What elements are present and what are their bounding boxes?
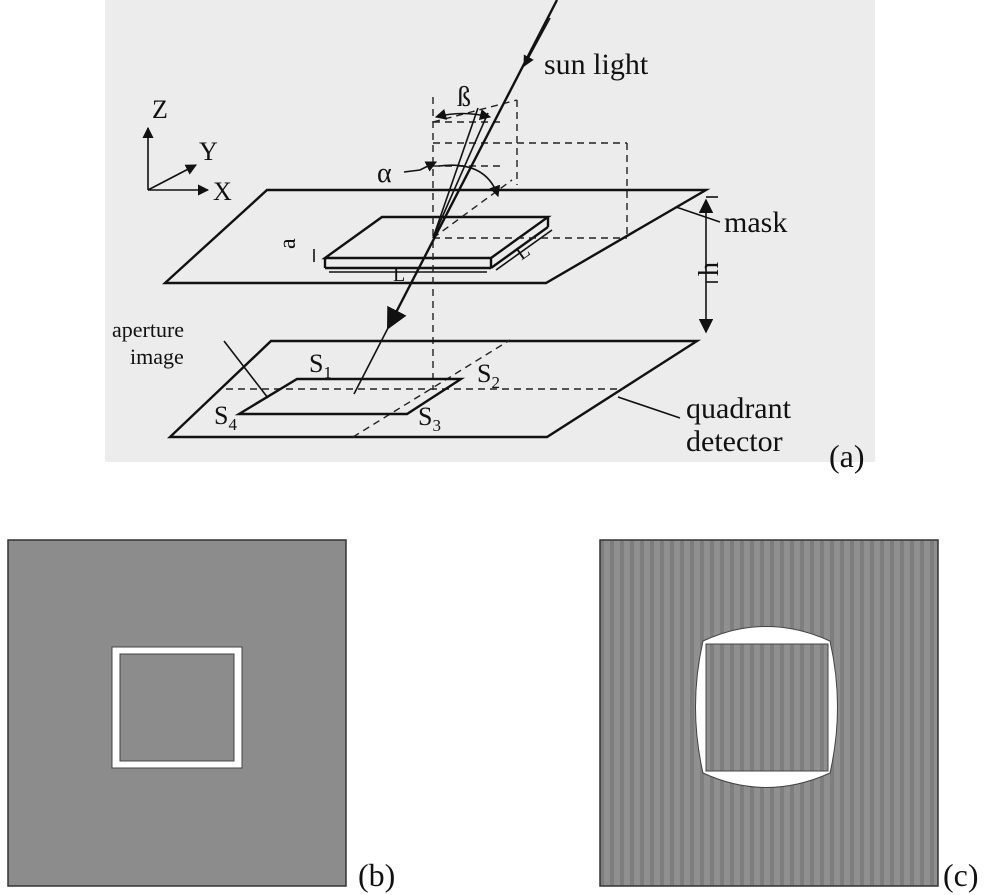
- aperture-center-b: [119, 653, 235, 762]
- alpha-label: α: [377, 158, 392, 189]
- quadrant-label-line1: quadrant: [686, 392, 792, 425]
- aperture-center-c: [705, 643, 829, 772]
- detector-divider-diagonal: [352, 339, 511, 438]
- sun-light-label: sun light: [544, 48, 649, 81]
- aperture-label-line1: aperture: [112, 317, 184, 342]
- h-label: h: [694, 262, 725, 276]
- sun-light-arrow-icon: [523, 17, 551, 67]
- aperture-leader: [223, 340, 269, 399]
- quadrant-label-line2: detector: [686, 425, 783, 458]
- s1-label: S1: [309, 349, 332, 382]
- axes-icon: [142, 126, 210, 196]
- s4-label: S4: [214, 401, 237, 434]
- mask-aperture: [321, 215, 552, 270]
- l-side-dimension: [495, 229, 553, 271]
- axis-y-label: Y: [199, 137, 218, 166]
- quadrant-leader: [617, 396, 681, 419]
- s2-label: S2: [477, 359, 500, 392]
- s3-label: S3: [418, 402, 441, 435]
- panel-a-background: [105, 0, 875, 462]
- alpha-arc: [438, 164, 501, 198]
- aperture-image: [234, 377, 466, 416]
- l-front-label: L: [393, 264, 405, 286]
- mask-label: mask: [724, 206, 787, 239]
- panel-c-tag: (c): [943, 857, 979, 893]
- panel-b-tag: (b): [358, 857, 395, 893]
- panel-c: (c): [599, 539, 979, 893]
- beta-label: ß: [457, 82, 471, 113]
- axis-x-label: X: [213, 177, 232, 206]
- panel-b: (b): [7, 539, 395, 893]
- a-label: a: [275, 238, 301, 249]
- mask-plane: [161, 188, 711, 285]
- alpha-pointer: [403, 161, 438, 173]
- detector-image-c: [599, 539, 939, 887]
- panel-a-tag: (a): [829, 438, 865, 474]
- panel-a: Z Y X a L L: [105, 0, 875, 474]
- aperture-label-line2: image: [130, 344, 184, 369]
- detector-plane: [166, 339, 702, 439]
- beta-arc: [434, 108, 492, 120]
- axis-z-label: Z: [152, 95, 168, 124]
